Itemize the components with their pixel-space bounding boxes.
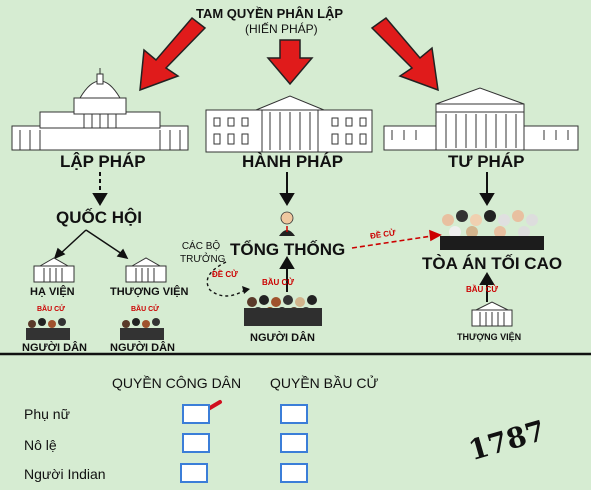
down-arrow-executive-icon [279,172,295,206]
civil-rights-header: QUYỀN CÔNG DÂN [112,375,242,391]
nominate-arrow-court-icon [351,229,442,249]
row-label-indian: Người Indian [24,466,106,482]
justices-crowd-icon [440,210,544,250]
vote-label-judicial: BẦU CỬ [466,285,498,294]
checkbox-women-vote[interactable] [280,404,308,424]
cabinet-nominate-label: ĐỀ CỬ [212,270,238,279]
row-label-women: Phụ nữ [24,406,70,422]
checkbox-slaves-civil[interactable] [182,433,210,453]
checkbox-slaves-vote[interactable] [280,433,308,453]
red-arrow-center-icon [266,39,314,86]
president-figure-icon [279,211,295,236]
senate-label-judicial: THƯỢNG VIỆN [457,332,522,342]
supreme-court-label: TÒA ÁN TỐI CAO [422,254,563,273]
senate-building-judicial-icon [471,301,513,327]
checkbox-women-civil[interactable] [182,404,210,424]
congress-label: QUỐC HỘI [56,208,142,227]
title-text: TAM QUYỀN PHÂN LẬP [196,6,344,21]
down-arrow-legislative-icon [92,172,108,206]
crowd-senate-icon [120,318,164,340]
subtitle-text: (HIẾN PHÁP) [245,22,318,36]
red-arrow-right-icon [370,16,439,92]
people-label-house: NGƯỜI DÂN [22,342,87,354]
supreme-court-icon [383,87,579,151]
senate-building-icon [125,257,167,283]
crowd-house-icon [26,318,70,340]
vote-label-house: BẦU CỬ [37,306,65,313]
cabinet-loop-arrowhead-icon [242,286,250,294]
capitol-building-icon [11,68,189,151]
branch-judicial-label: TƯ PHÁP [448,152,525,171]
president-label: TỔNG THỐNG [230,240,346,259]
vote-label-senate: BẦU CỬ [131,306,159,313]
cabinet-loop-icon [206,261,246,297]
house-label: HẠ VIỆN [30,286,75,298]
row-label-slaves: Nô lệ [24,437,57,453]
voting-rights-header: QUYỀN BẦU CỬ [270,375,379,391]
people-label-executive: NGƯỜI DÂN [250,332,315,344]
vote-label-executive: BẦU CỬ [262,278,294,287]
people-label-senate: NGƯỜI DÂN [110,342,175,354]
senate-label: THƯỢNG VIỆN [110,286,189,298]
branch-executive-label: HÀNH PHÁP [242,152,344,171]
checkbox-indian-civil[interactable] [180,463,208,483]
cabinet-label: CÁC BỘ TRƯỞNG [180,241,226,265]
congress-split-arrows-icon [53,229,129,260]
down-arrow-judicial-icon [479,172,495,206]
house-building-icon [33,257,75,283]
branch-legislative-label: LẬP PHÁP [60,152,146,171]
crowd-people-executive-icon [244,295,322,326]
white-house-icon [205,95,373,153]
red-arrow-left-icon [139,16,207,92]
vote-up-arrow-executive-icon [279,256,295,292]
vote-up-arrow-judicial-icon [479,272,495,302]
checkbox-indian-vote[interactable] [280,463,308,483]
